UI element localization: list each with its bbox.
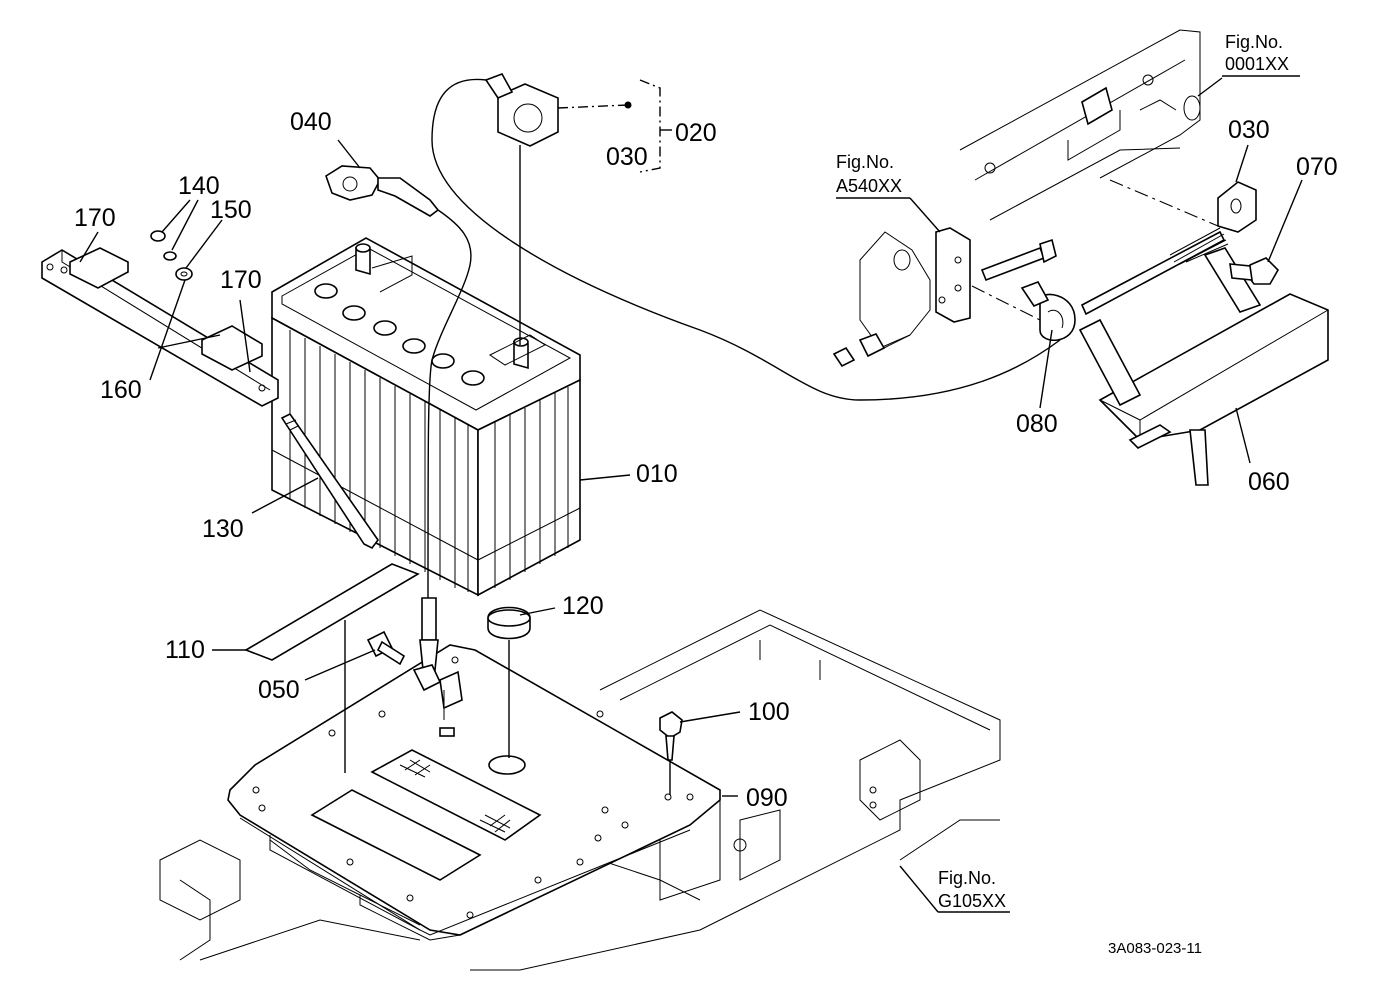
part-labels: 010 020 030 030 040 050 060 070 080 090 … xyxy=(74,108,1338,812)
label-110: 110 xyxy=(165,636,205,664)
label-090: 090 xyxy=(746,784,788,812)
fasteners xyxy=(366,606,683,795)
battery xyxy=(271,237,581,597)
fig-ref-1-number: 0001XX xyxy=(1225,54,1289,74)
figure-references: Fig.No. 0001XX Fig.No. A540XX Fig.No. G1… xyxy=(836,32,1289,911)
battery-bracket xyxy=(1020,179,1329,486)
insulator-pad xyxy=(244,563,420,773)
label-140: 140 xyxy=(178,172,220,200)
fig-ref-2-number: A540XX xyxy=(836,176,902,196)
fig-ref-3-number: G105XX xyxy=(938,891,1006,911)
label-040: 040 xyxy=(290,108,332,136)
fig-ref-1-title: Fig.No. xyxy=(1225,32,1283,52)
label-020: 020 xyxy=(675,119,717,147)
label-060: 060 xyxy=(1248,468,1290,496)
leader-lines xyxy=(79,75,1303,913)
fig-ref-3-title: Fig.No. xyxy=(938,868,996,888)
label-010: 010 xyxy=(636,460,678,488)
label-170-right: 170 xyxy=(220,266,262,294)
label-050: 050 xyxy=(258,676,300,704)
battery-cables xyxy=(325,73,1061,692)
label-130: 130 xyxy=(202,515,244,543)
label-080: 080 xyxy=(1016,410,1058,438)
label-170-left: 170 xyxy=(74,204,116,232)
label-160: 160 xyxy=(100,376,142,404)
battery-tray-plate xyxy=(227,644,721,941)
label-100: 100 xyxy=(748,698,790,726)
fig-ref-2-title: Fig.No. xyxy=(836,152,894,172)
hold-down-bar xyxy=(41,230,379,550)
drawing-code: 3A083-023-11 xyxy=(1108,940,1202,957)
frame-chassis xyxy=(159,609,1001,971)
label-070: 070 xyxy=(1296,153,1338,181)
mid-bracket xyxy=(832,227,1057,368)
label-120: 120 xyxy=(562,592,604,620)
label-150: 150 xyxy=(210,196,252,224)
label-030-switch: 030 xyxy=(606,143,648,171)
label-030-bracket: 030 xyxy=(1228,116,1270,144)
right-frame-section xyxy=(959,29,1201,221)
